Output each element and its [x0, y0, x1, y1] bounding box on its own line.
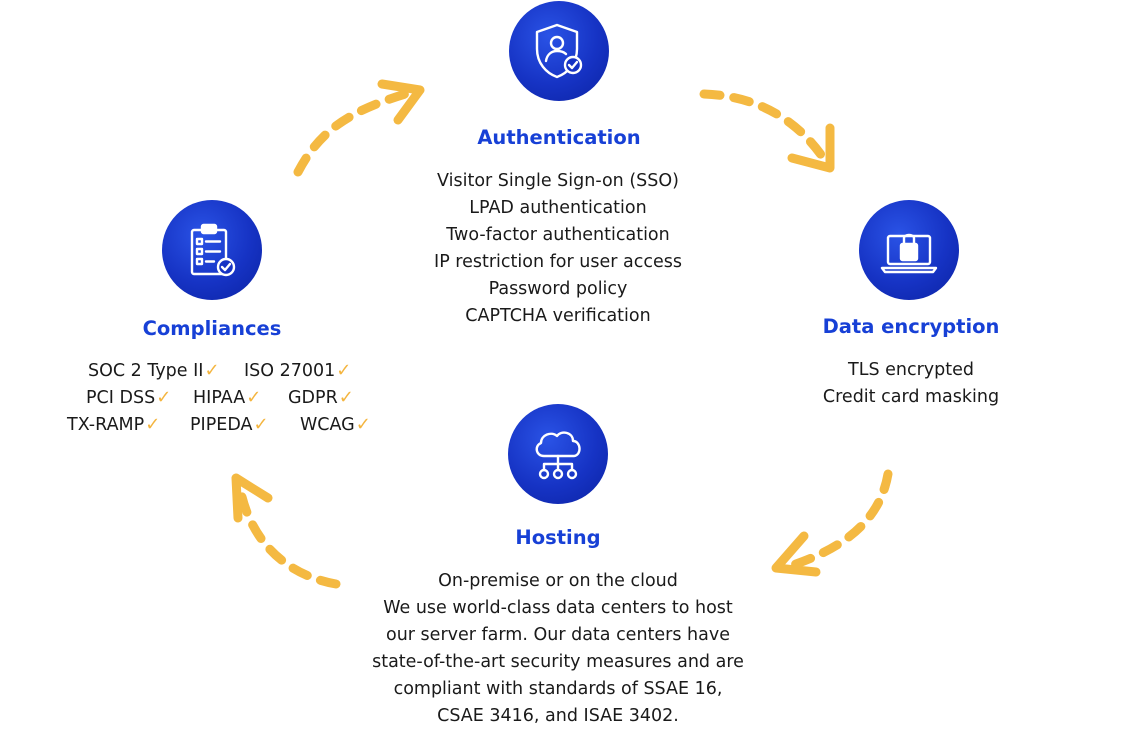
check-icon: ✓	[253, 414, 269, 435]
arrow-compliances-to-authentication	[293, 87, 417, 177]
compliance-item: GDPR✓	[288, 387, 354, 408]
compliances-row: SOC 2 Type II✓ ISO 27001✓	[0, 360, 420, 386]
compliances-row: TX-RAMP✓ PIPEDA✓ WCAG✓	[0, 414, 420, 440]
arrow-authentication-to-encryption	[699, 89, 831, 167]
arrow-hosting-to-compliances	[235, 483, 341, 589]
compliance-item: ISO 27001✓	[244, 360, 352, 381]
check-icon: ✓	[145, 414, 161, 435]
list-item: On-premise or on the cloud	[438, 571, 678, 591]
authentication-badge	[509, 1, 609, 101]
list-item: We use world-class data centers to host	[383, 598, 733, 618]
check-icon: ✓	[336, 360, 352, 381]
arrowhead-encryption	[787, 123, 835, 173]
arrowhead-authentication	[377, 79, 425, 125]
list-item: CSAE 3416, and ISAE 3402.	[437, 706, 679, 726]
compliance-item: PIPEDA✓	[190, 414, 269, 435]
shield-user-check-icon	[535, 23, 583, 79]
arrowhead-hosting	[771, 531, 821, 577]
hosting-list: On-premise or on the cloud We use world-…	[338, 568, 778, 730]
list-item: Credit card masking	[822, 387, 1000, 407]
hosting-badge	[508, 404, 608, 504]
list-item: Visitor Single Sign-on (SSO)	[437, 171, 679, 191]
list-item: Two-factor authentication	[446, 225, 670, 245]
encryption-badge	[859, 200, 959, 300]
list-item: state-of-the-art security measures and a…	[372, 652, 744, 672]
cloud-network-icon	[535, 431, 581, 480]
compliances-title: Compliances	[142, 317, 282, 340]
check-icon: ✓	[246, 387, 262, 408]
compliances-badge	[162, 200, 262, 300]
hosting-title: Hosting	[515, 526, 601, 549]
arrow-encryption-to-hosting	[785, 469, 893, 571]
list-item: compliant with standards of SSAE 16,	[393, 679, 723, 699]
list-item: TLS encrypted	[848, 360, 974, 380]
compliance-item: TX-RAMP✓	[67, 414, 161, 435]
list-item: IP restriction for user access	[434, 252, 682, 272]
list-item: our server farm. Our data centers have	[386, 625, 730, 645]
compliance-item: PCI DSS✓	[86, 387, 172, 408]
check-icon: ✓	[204, 360, 220, 381]
encryption-title: Data encryption	[822, 315, 1000, 338]
encryption-list: TLS encrypted Credit card masking	[801, 357, 1021, 411]
compliance-item: HIPAA✓	[193, 387, 262, 408]
clipboard-checklist-icon	[190, 223, 236, 277]
arrowhead-compliances	[231, 473, 273, 523]
authentication-title: Authentication	[477, 126, 641, 149]
list-item: CAPTCHA verification	[465, 306, 651, 326]
check-icon: ✓	[156, 387, 172, 408]
check-icon: ✓	[338, 387, 354, 408]
check-icon: ✓	[355, 414, 371, 435]
compliance-item: SOC 2 Type II✓	[88, 360, 220, 381]
list-item: LPAD authentication	[469, 198, 647, 218]
list-item: Password policy	[488, 279, 628, 299]
compliance-item: WCAG✓	[300, 414, 371, 435]
compliances-row: PCI DSS✓ HIPAA✓ GDPR✓	[0, 387, 420, 413]
authentication-list: Visitor Single Sign-on (SSO) LPAD authen…	[408, 168, 708, 330]
laptop-lock-icon	[880, 233, 938, 274]
